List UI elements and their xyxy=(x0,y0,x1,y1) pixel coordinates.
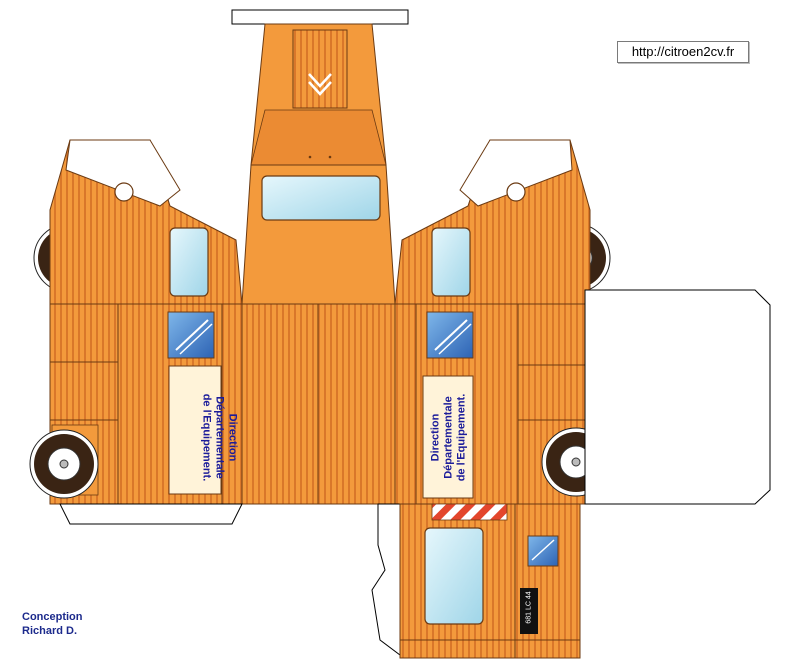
side-left-line3: de l'Equipement. xyxy=(200,393,213,482)
hood-panel xyxy=(250,23,387,166)
side-text-right: Direction Départementale de l'Equipement… xyxy=(430,377,469,499)
website-link[interactable]: http://citroen2cv.fr xyxy=(617,41,749,63)
side-left-line1: Direction xyxy=(226,413,239,462)
roof-panel xyxy=(241,303,396,505)
side-right-line2: Départementale xyxy=(442,396,455,479)
side-right-line1: Direction xyxy=(429,413,442,462)
wheel-rear-left-icon xyxy=(29,429,99,499)
credit-block: Conception Richard D. xyxy=(22,610,83,638)
right-door-window xyxy=(431,227,471,297)
warning-stripes xyxy=(431,503,508,521)
left-door-window xyxy=(169,227,209,297)
rear-panel xyxy=(371,503,581,659)
plate-text: 681 LC 44 xyxy=(525,591,533,624)
left-side-panel xyxy=(29,139,243,525)
roof-tab xyxy=(231,9,409,25)
credit-line2: Richard D. xyxy=(22,625,78,637)
windshield-panel xyxy=(241,164,396,305)
side-left-line2: Départementale xyxy=(213,396,226,479)
credit-line1: Conception xyxy=(22,611,83,623)
side-right-line3: de l'Equipement. xyxy=(455,393,468,482)
side-text-left: Direction Départementale de l'Equipement… xyxy=(200,374,239,502)
license-plate xyxy=(520,588,538,634)
right-side-panel xyxy=(394,139,771,505)
rear-window xyxy=(424,527,484,625)
